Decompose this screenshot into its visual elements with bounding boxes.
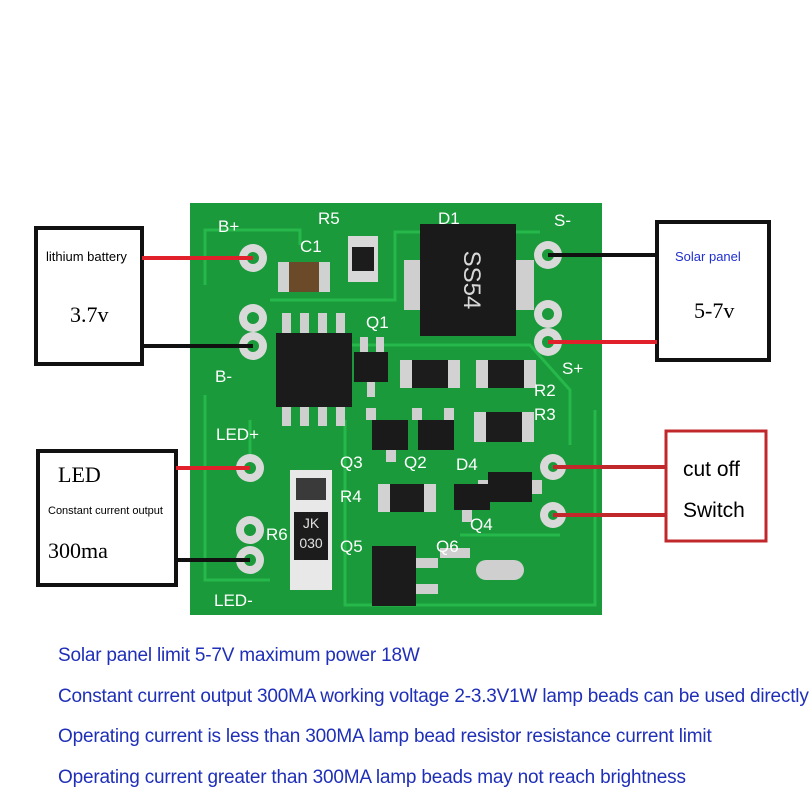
silk-c1: C1 [300,237,322,256]
note-line-3: Operating current is less than 300MA lam… [58,726,712,747]
inductor-jk030: JK 030 [290,470,332,590]
led-callout-box [36,449,178,587]
note-line-4: Operating current greater than 300MA lam… [58,766,686,788]
resistor-r5 [348,236,378,282]
battery-title: lithium battery [46,249,127,264]
silk-led-plus: LED+ [216,425,259,444]
solar-callout-box [655,220,771,362]
silk-r4: R4 [340,487,362,506]
solar-title: Solar panel [675,249,741,264]
transistor-q6 [440,548,524,580]
note-line-1: Solar panel limit 5-7V maximum power 18W [58,645,420,666]
transistor-q3 [366,408,408,462]
silk-r6: R6 [266,525,288,544]
resistor-r1 [400,360,460,388]
silk-r5: R5 [318,209,340,228]
battery-callout-box [34,226,144,366]
silk-q1: Q1 [366,313,389,332]
resistor-r3 [474,412,534,442]
led-subtitle: Constant current output [48,505,163,517]
silk-d1: D1 [438,209,460,228]
silk-q4: Q4 [470,515,493,534]
note-line-2: Constant current output 300MA working vo… [58,685,809,707]
inductor-marking-1: JK [303,515,320,531]
silk-b-minus: B- [215,367,232,386]
led-current: 300ma [48,538,108,563]
silk-led-minus: LED- [214,591,253,610]
ic-chip [276,313,352,426]
silk-b-plus: B+ [218,217,239,236]
switch-callout-box [664,429,768,543]
battery-voltage: 3.7v [70,302,109,327]
wires [142,253,666,562]
silk-d4: D4 [456,455,478,474]
silkscreen-labels: B+ B- R5 C1 D1 S- S+ Q1 R2 R3 LED+ LED- … [214,209,583,610]
silk-q5: Q5 [340,537,363,556]
switch-line-1: cut off [683,458,740,481]
resistor-r2 [476,360,536,388]
silk-q3: Q3 [340,453,363,472]
notes-block: Solar panel limit 5-7V maximum power 18W… [58,636,809,798]
diode-d1: SS54 [404,224,534,336]
capacitor-c1 [278,262,330,292]
transistor-q1 [354,337,388,397]
silk-s-plus: S+ [562,359,583,378]
transistor-q2 [412,408,454,450]
solar-voltage: 5-7v [694,298,735,323]
diode-marking: SS54 [458,251,485,310]
resistor-r4 [378,484,436,512]
transistor-q4 [454,484,490,522]
led-title: LED [58,462,101,487]
silk-s-minus: S- [554,211,571,230]
silk-r3: R3 [534,405,556,424]
silk-r2: R2 [534,381,556,400]
switch-line-2: Switch [683,499,745,522]
silk-q2: Q2 [404,453,427,472]
inductor-marking-2: 030 [299,535,323,551]
transistor-q5 [372,546,438,606]
silk-q6: Q6 [436,537,459,556]
